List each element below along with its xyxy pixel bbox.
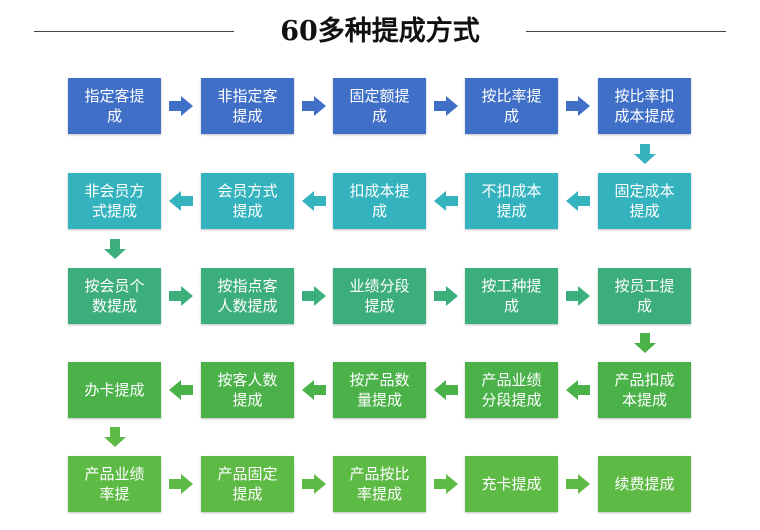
- arrow-left-icon: [169, 191, 193, 211]
- page-title: 60多种提成方式: [280, 16, 480, 47]
- step-box: 产品按比 率提成: [333, 456, 426, 512]
- step-box: 非会员方 式提成: [68, 173, 161, 229]
- step-box: 产品固定 提成: [201, 456, 294, 512]
- step-box: 办卡提成: [68, 362, 161, 418]
- step-box: 固定成本 提成: [598, 173, 691, 229]
- step-box: 按员工提 成: [598, 268, 691, 324]
- step-box: 扣成本提 成: [333, 173, 426, 229]
- arrow-right-icon: [566, 286, 590, 306]
- arrow-right-icon: [434, 96, 458, 116]
- arrow-right-icon: [434, 474, 458, 494]
- step-box: 按指点客 人数提成: [201, 268, 294, 324]
- arrow-left-icon: [566, 380, 590, 400]
- step-box: 固定额提 成: [333, 78, 426, 134]
- arrow-right-icon: [566, 96, 590, 116]
- arrow-left-icon: [434, 191, 458, 211]
- step-box: 产品扣成 本提成: [598, 362, 691, 418]
- step-box: 按客人数 提成: [201, 362, 294, 418]
- arrow-down-icon: [633, 144, 656, 164]
- arrow-right-icon: [434, 286, 458, 306]
- step-box: 按比率提 成: [465, 78, 558, 134]
- arrow-left-icon: [302, 380, 326, 400]
- arrow-left-icon: [302, 191, 326, 211]
- step-box: 产品业绩 率提: [68, 456, 161, 512]
- arrow-right-icon: [566, 474, 590, 494]
- arrow-down-icon: [103, 427, 126, 447]
- step-box: 按会员个 数提成: [68, 268, 161, 324]
- arrow-left-icon: [566, 191, 590, 211]
- arrow-left-icon: [434, 380, 458, 400]
- arrow-down-icon: [103, 239, 126, 259]
- arrow-down-icon: [633, 333, 656, 353]
- title-left-rule: [34, 31, 234, 32]
- arrow-right-icon: [169, 286, 193, 306]
- step-box: 非指定客 提成: [201, 78, 294, 134]
- arrow-right-icon: [302, 96, 326, 116]
- step-box: 按比率扣 成本提成: [598, 78, 691, 134]
- arrow-right-icon: [169, 474, 193, 494]
- title-right-rule: [526, 31, 726, 32]
- step-box: 不扣成本 提成: [465, 173, 558, 229]
- arrow-right-icon: [169, 96, 193, 116]
- arrow-left-icon: [169, 380, 193, 400]
- arrow-right-icon: [302, 286, 326, 306]
- step-box: 续费提成: [598, 456, 691, 512]
- step-box: 业绩分段 提成: [333, 268, 426, 324]
- step-box: 产品业绩 分段提成: [465, 362, 558, 418]
- step-box: 会员方式 提成: [201, 173, 294, 229]
- step-box: 充卡提成: [465, 456, 558, 512]
- step-box: 按工种提 成: [465, 268, 558, 324]
- step-box: 按产品数 量提成: [333, 362, 426, 418]
- step-box: 指定客提 成: [68, 78, 161, 134]
- arrow-right-icon: [302, 474, 326, 494]
